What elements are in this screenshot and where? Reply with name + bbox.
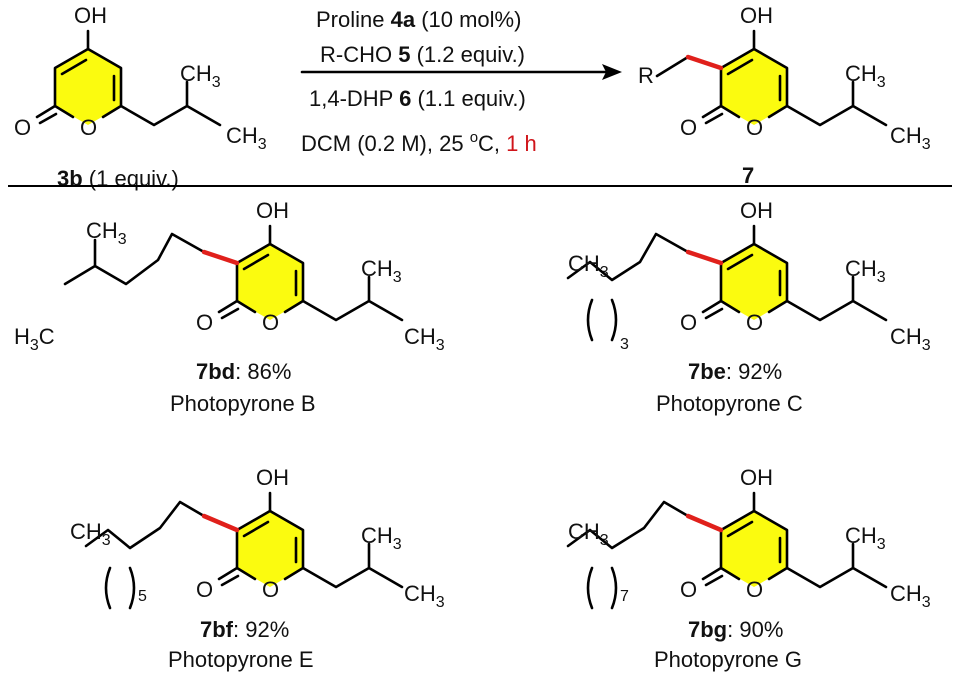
hydroxyl-label: OH (74, 3, 107, 28)
ring-oxygen-label: O (262, 577, 279, 602)
pyrone-ring (721, 244, 787, 320)
product-7bg: OH O O CH3 7 CH3 CH3 7bg: 90% Photopyron… (566, 465, 931, 672)
methyl-label: CH3 (568, 519, 609, 549)
ring-oxygen-label: O (80, 115, 97, 140)
methyl-label: CH3 (568, 251, 609, 281)
pyrone-ring (237, 511, 303, 587)
arrow-head (602, 64, 622, 80)
compound-label-3b: 3b (1 equiv.) (57, 166, 179, 191)
pyrone-ring (721, 49, 787, 125)
product-7bd: OH O O CH3 H3C CH3 CH3 7bd: 86% Photopyr… (14, 198, 445, 416)
reaction-arrow-group: Proline 4a (10 mol%) R-CHO 5 (1.2 equiv.… (300, 7, 622, 156)
hydroxyl-label: OH (256, 465, 289, 490)
ring-oxygen-label: O (746, 115, 763, 140)
condition-line-3: 1,4-DHP 6 (1.1 equiv.) (309, 86, 526, 111)
new-bond (685, 513, 724, 533)
repeat-count: 5 (138, 588, 147, 605)
carbonyl-oxygen-label: O (680, 577, 697, 602)
methyl-label: CH3 (404, 324, 445, 354)
carbonyl-oxygen-label: O (14, 115, 31, 140)
methyl-label: CH3 (890, 581, 931, 611)
carbonyl-oxygen-label: O (196, 577, 213, 602)
methyl-label: CH3 (86, 218, 127, 248)
product-7be: OH O O CH3 3 CH3 CH3 7be: 92% Photopyron… (566, 198, 931, 416)
methyl-label: CH3 (226, 123, 267, 153)
pyrone-ring (721, 511, 787, 587)
hydroxyl-label: OH (740, 3, 773, 28)
ring-oxygen-label: O (746, 577, 763, 602)
new-bond (201, 513, 240, 533)
methyl-label: CH3 (845, 523, 886, 553)
methyl-label: H3C (14, 324, 55, 354)
ring-oxygen-label: O (262, 310, 279, 335)
compound-name: Photopyrone E (168, 647, 314, 672)
condition-line-4: DCM (0.2 M), 25 oC, 1 h (301, 129, 537, 156)
methyl-label: CH3 (845, 61, 886, 91)
repeat-count: 3 (620, 336, 629, 353)
hydroxyl-label: OH (256, 198, 289, 223)
methyl-label: CH3 (180, 61, 221, 91)
reactant-3b: OH O O CH3 CH3 3b (1 equiv.) (14, 3, 267, 191)
methyl-label: CH3 (404, 581, 445, 611)
condition-line-1: Proline 4a (10 mol%) (316, 7, 521, 32)
methyl-label: CH3 (890, 324, 931, 354)
compound-label-7bg: 7bg: 90% (688, 617, 783, 642)
compound-label-7: 7 (742, 163, 754, 188)
new-bond (201, 249, 240, 266)
methyl-label: CH3 (845, 256, 886, 286)
compound-label-7bf: 7bf: 92% (200, 617, 289, 642)
carbonyl-oxygen-label: O (196, 310, 213, 335)
condition-line-2: R-CHO 5 (1.2 equiv.) (320, 42, 525, 67)
compound-name: Photopyrone C (656, 391, 803, 416)
carbonyl-oxygen-label: O (680, 310, 697, 335)
ring-oxygen-label: O (746, 310, 763, 335)
compound-name: Photopyrone B (170, 391, 316, 416)
compound-label-7bd: 7bd: 86% (196, 359, 291, 384)
carbonyl-oxygen-label: O (680, 115, 697, 140)
compound-label-7be: 7be: 92% (688, 359, 782, 384)
hydroxyl-label: OH (740, 198, 773, 223)
methyl-label: CH3 (70, 519, 111, 549)
methyl-label: CH3 (361, 256, 402, 286)
repeat-count: 7 (620, 588, 629, 605)
pyrone-ring (55, 49, 121, 125)
methyl-label: CH3 (361, 523, 402, 553)
compound-name: Photopyrone G (654, 647, 802, 672)
methyl-label: CH3 (890, 123, 931, 153)
product-7: R OH O O CH3 CH3 7 (638, 3, 931, 188)
hydroxyl-label: OH (740, 465, 773, 490)
product-7bf: OH O O CH3 5 CH3 CH3 7bf: 92% Photopyron… (70, 465, 445, 672)
r-group-label: R (638, 63, 654, 88)
new-bond (685, 54, 724, 71)
pyrone-ring (237, 244, 303, 320)
new-bond (685, 249, 724, 266)
